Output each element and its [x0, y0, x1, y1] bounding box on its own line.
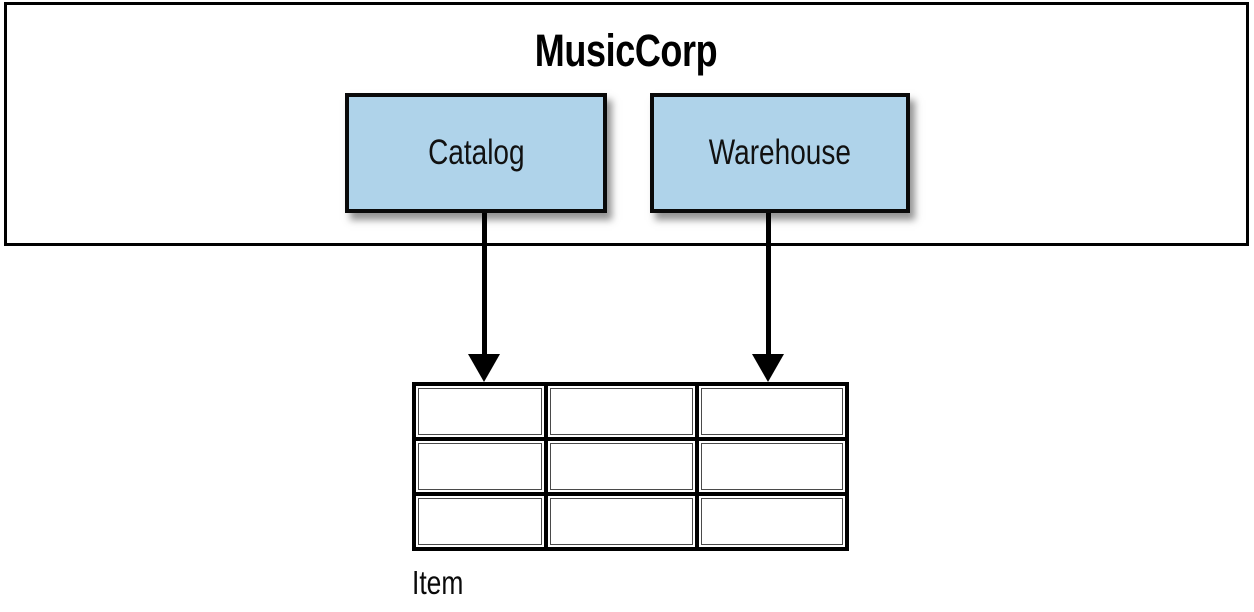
service-label-catalog: Catalog	[427, 133, 525, 172]
arrowhead-down-icon	[752, 354, 784, 382]
item-table-cell	[548, 496, 695, 547]
service-label-warehouse: Warehouse	[708, 133, 852, 172]
item-table	[412, 382, 849, 551]
item-table-cell	[548, 386, 695, 437]
item-table-cell	[548, 441, 695, 492]
item-table-cell	[416, 441, 545, 492]
item-table-label-text: Item	[412, 564, 464, 601]
arrowhead-down-icon	[468, 354, 500, 382]
item-table-cell	[416, 386, 545, 437]
item-table-cell	[698, 441, 845, 492]
organization-title: MusicCorp	[7, 25, 1246, 77]
item-table-label: Item	[412, 564, 476, 602]
service-box-warehouse: Warehouse	[650, 93, 910, 213]
organization-boundary-box: MusicCorp	[4, 2, 1249, 246]
arrow-shaft	[482, 213, 487, 358]
item-table-cell	[698, 496, 845, 547]
item-table-cell	[698, 386, 845, 437]
item-table-cell	[416, 496, 545, 547]
organization-title-text: MusicCorp	[535, 25, 718, 76]
service-box-catalog: Catalog	[345, 93, 607, 213]
arrow-shaft	[766, 213, 771, 358]
